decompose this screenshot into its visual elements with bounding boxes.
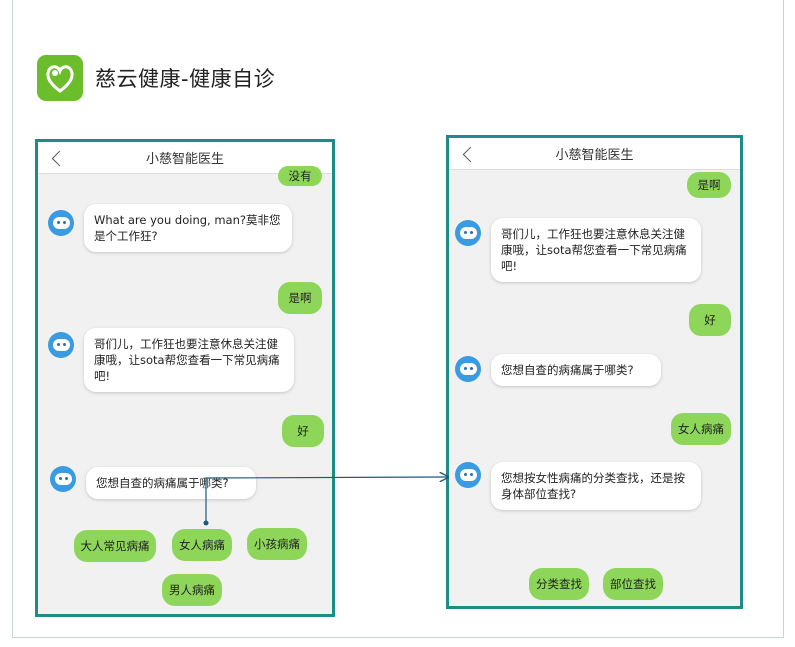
- chat-header: 小慈智能医生: [449, 138, 740, 170]
- chat-title: 小慈智能医生: [555, 148, 634, 163]
- page-frame: [12, 0, 784, 638]
- app-logo-icon: [37, 55, 83, 101]
- chat-screen-right: 小慈智能医生 是啊 哥们儿，工作狂也要注意休息关注健康哦，让sota帮您查看一下…: [446, 135, 743, 609]
- user-message: 没有: [278, 166, 322, 186]
- bot-message: 您想自查的病痛属于哪类?: [491, 354, 661, 386]
- chat-title: 小慈智能医生: [145, 152, 224, 167]
- robot-avatar-icon: [455, 462, 481, 488]
- robot-avatar-icon: [50, 466, 76, 492]
- user-message: 是啊: [278, 282, 322, 314]
- user-message: 女人病痛: [671, 413, 731, 445]
- user-message: 好: [689, 304, 731, 336]
- chat-screen-left: 小慈智能医生 没有 What are you doing, man?莫非您是个工…: [35, 139, 335, 617]
- chevron-left-icon[interactable]: [48, 148, 66, 168]
- option-button[interactable]: 男人病痛: [162, 574, 222, 606]
- option-button[interactable]: 小孩病痛: [247, 528, 307, 560]
- option-button[interactable]: 分类查找: [529, 568, 589, 600]
- option-button[interactable]: 部位查找: [603, 568, 663, 600]
- bot-message: 哥们儿，工作狂也要注意休息关注健康哦，让sota帮您查看一下常见病痛吧!: [491, 218, 701, 282]
- bot-message: 您想自查的病痛属于哪类?: [86, 467, 256, 499]
- bot-message: 您想按女性病痛的分类查找，还是按身体部位查找?: [491, 462, 701, 510]
- user-message: 好: [282, 415, 324, 447]
- robot-avatar-icon: [48, 210, 74, 236]
- app-header: 慈云健康-健康自诊: [37, 55, 275, 101]
- chevron-left-icon[interactable]: [459, 144, 477, 164]
- option-button[interactable]: 女人病痛: [172, 529, 232, 561]
- robot-avatar-icon: [455, 220, 481, 246]
- app-title: 慈云健康-健康自诊: [95, 67, 276, 91]
- bot-message: What are you doing, man?莫非您是个工作狂?: [84, 204, 292, 252]
- user-message: 是啊: [687, 172, 731, 198]
- robot-avatar-icon: [455, 356, 481, 382]
- robot-avatar-icon: [48, 332, 74, 358]
- option-button[interactable]: 大人常见病痛: [74, 530, 156, 562]
- bot-message: 哥们儿，工作狂也要注意休息关注健康哦，让sota帮您查看一下常见病痛吧!: [84, 328, 294, 392]
